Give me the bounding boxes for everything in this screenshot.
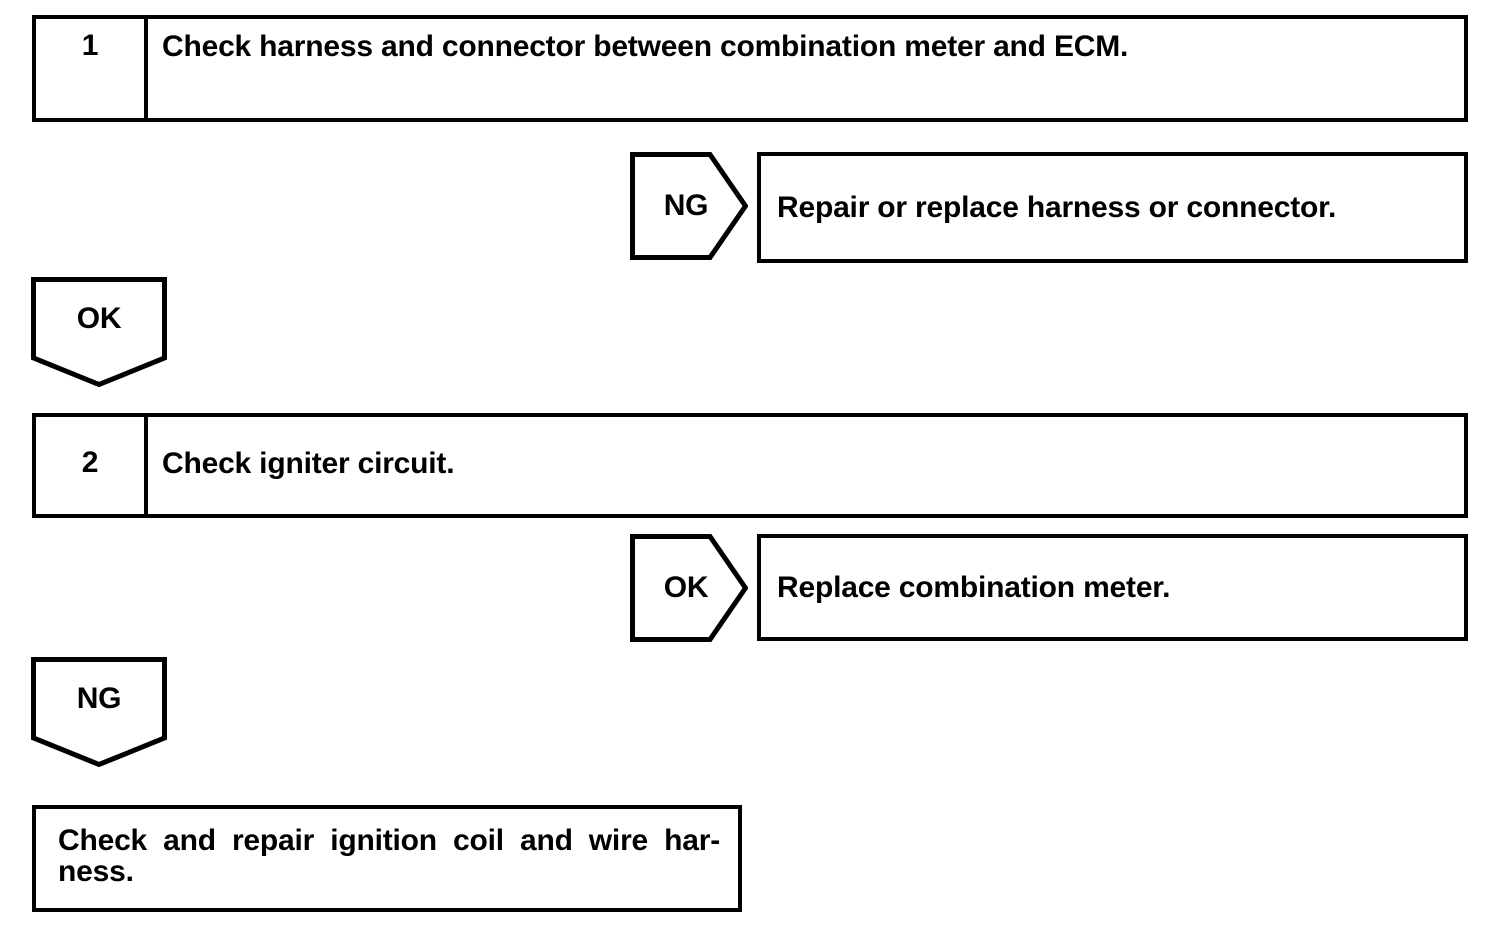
connector-label: NG xyxy=(76,682,122,715)
ng-branch-arrow-icon: NG xyxy=(630,152,748,260)
pentagon-right-icon xyxy=(630,534,748,642)
ok-connector-arrow-icon: OK xyxy=(31,277,167,387)
branch-label: NG xyxy=(663,189,709,222)
pentagon-down-icon xyxy=(31,657,167,767)
action-text: Replace combination meter. xyxy=(777,570,1171,604)
terminal-text-line-1: Check and repair ignition coil and wire … xyxy=(58,824,720,857)
step-box-2: 2 Check igniter circuit. xyxy=(32,413,1468,518)
step-instruction: Check harness and connector between comb… xyxy=(162,30,1129,63)
step-instruction: Check igniter circuit. xyxy=(162,447,455,480)
connector-label: OK xyxy=(76,302,122,335)
terminal-text-line-2: ness. xyxy=(58,855,134,888)
step-number-cell: 2 xyxy=(36,417,148,514)
step-number-cell: 1 xyxy=(36,19,148,118)
step-box-1: 1 Check harness and connector between co… xyxy=(32,15,1468,122)
step-number: 2 xyxy=(81,446,99,479)
action-box-check-ignition-coil: Check and repair ignition coil and wire … xyxy=(32,805,742,912)
pentagon-right-icon xyxy=(630,152,748,260)
action-text: Repair or replace harness or connector. xyxy=(777,190,1337,224)
pentagon-down-icon xyxy=(31,277,167,387)
ng-connector-arrow-icon: NG xyxy=(31,657,167,767)
branch-label: OK xyxy=(663,571,709,604)
ok-branch-arrow-icon: OK xyxy=(630,534,748,642)
action-box-replace-meter: Replace combination meter. xyxy=(757,534,1468,641)
step-number: 1 xyxy=(81,29,99,62)
action-box-repair-harness: Repair or replace harness or connector. xyxy=(757,152,1468,263)
